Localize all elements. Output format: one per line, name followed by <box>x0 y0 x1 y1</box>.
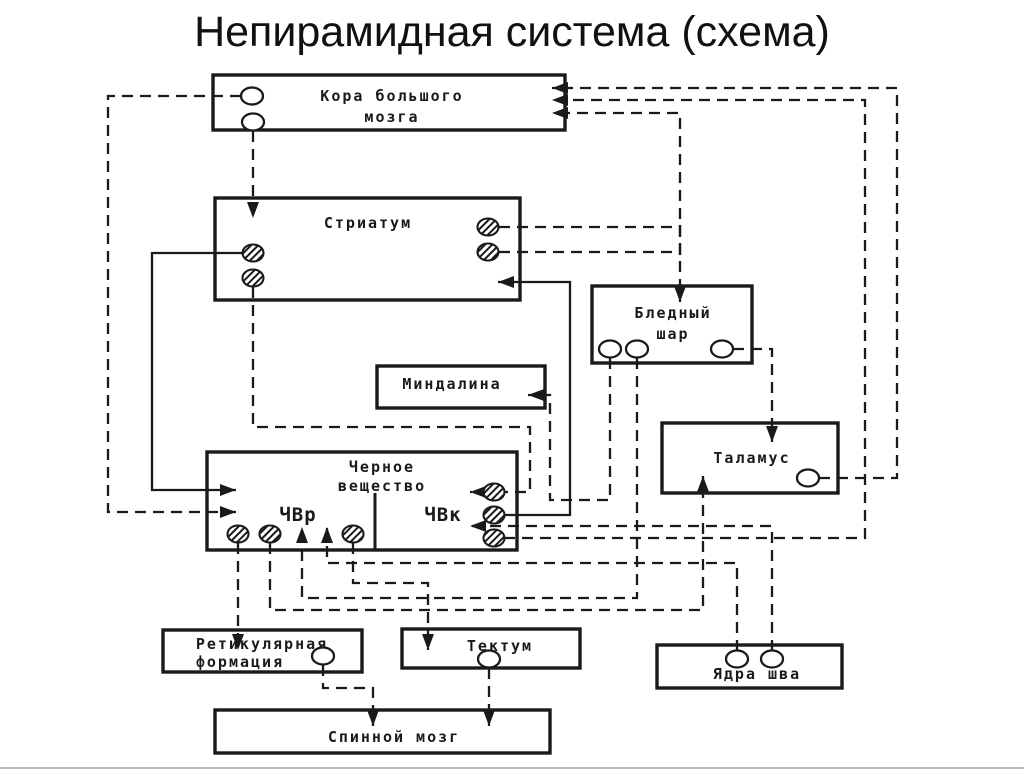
connection-cortex-to-nigra <box>106 94 241 518</box>
hatched-terminal-circle <box>241 268 265 288</box>
reticular-label-line1: Ретикулярная <box>196 635 328 653</box>
amygdala-label: Миндалина <box>402 375 501 393</box>
terminal-circle <box>759 649 785 669</box>
node-cortex-box <box>211 73 567 132</box>
hatched-terminal-circle <box>226 524 250 544</box>
terminal-circle <box>795 468 821 488</box>
connection-raphe-to-nigra-bottom <box>321 527 739 651</box>
hatched-terminal-circle <box>482 528 506 548</box>
terminal-circle <box>476 649 502 669</box>
terminal-circle <box>724 649 750 669</box>
node-nigra-box <box>205 450 519 552</box>
hatched-terminal-circle <box>341 524 365 544</box>
spinal-label: Спинной мозг <box>328 728 460 746</box>
connection-nigra-to-cortex <box>504 94 867 540</box>
pallidum-label-line1: Бледный <box>634 304 711 322</box>
tectum-label: Тектум <box>467 637 533 655</box>
connection-nigra-to-thalamus <box>268 476 709 612</box>
nigra-label-line2: вещество <box>338 477 426 495</box>
reticular-label-line2: формация <box>196 653 284 671</box>
hatched-terminal-circle <box>258 524 282 544</box>
node-raphe-box <box>655 643 844 690</box>
terminal-circle <box>597 339 623 359</box>
terminal-circle <box>310 646 336 666</box>
node-spinal-box <box>213 708 552 755</box>
pallidum-label-line2: шар <box>656 325 689 343</box>
node-amygdala-box <box>375 364 547 410</box>
node-thalamus-box <box>660 421 840 495</box>
node-labels: Кора большого мозга Стриатум Бледный шар… <box>196 87 801 746</box>
connection-pallidum-to-amygdala <box>528 358 612 502</box>
connection-nigra-to-striatum <box>498 276 572 517</box>
hatched-terminals <box>226 217 506 548</box>
node-boxes <box>161 73 844 755</box>
terminal-circle <box>624 339 650 359</box>
raphe-label: Ядра шва <box>713 665 801 683</box>
cortex-label-line2: мозга <box>364 108 419 126</box>
node-reticular-box <box>161 628 364 674</box>
node-pallidum-box <box>590 284 754 365</box>
hatched-terminal-circle <box>476 242 500 262</box>
terminal-circle <box>709 339 735 359</box>
connection-thalamus-to-cortex <box>552 82 899 480</box>
cortex-label-line1: Кора большого <box>320 87 463 105</box>
hatched-terminal-circle <box>241 243 265 263</box>
connection-striatum-to-nigra-right <box>251 287 532 498</box>
nigra-label-line1: Черное <box>349 458 415 476</box>
connection-pallidum-to-thalamus <box>733 347 778 442</box>
connection-striatum-to-cortex <box>552 107 682 255</box>
nigra-sublabel-left: ЧВр <box>279 504 316 526</box>
terminal-circle <box>239 86 265 106</box>
open-terminals <box>239 86 821 669</box>
hatched-terminal-circle <box>482 482 506 502</box>
terminal-circle <box>240 112 266 132</box>
hatched-terminal-circle <box>482 505 506 525</box>
thalamus-label: Таламус <box>713 449 790 467</box>
page-title: Непирамидная система (схема) <box>194 8 830 56</box>
connections <box>106 82 899 726</box>
striatum-label: Стриатум <box>324 214 412 232</box>
connection-nigra-to-tectum <box>351 543 434 650</box>
nigra-sublabel-right: ЧВк <box>424 504 461 526</box>
connection-raphe-to-nigra-right <box>470 520 774 651</box>
node-striatum-box <box>213 196 522 302</box>
hatched-terminal-circle <box>476 217 500 237</box>
connection-reticular-to-spinal <box>321 665 379 726</box>
connection-striatum-to-nigra-left <box>150 251 242 496</box>
